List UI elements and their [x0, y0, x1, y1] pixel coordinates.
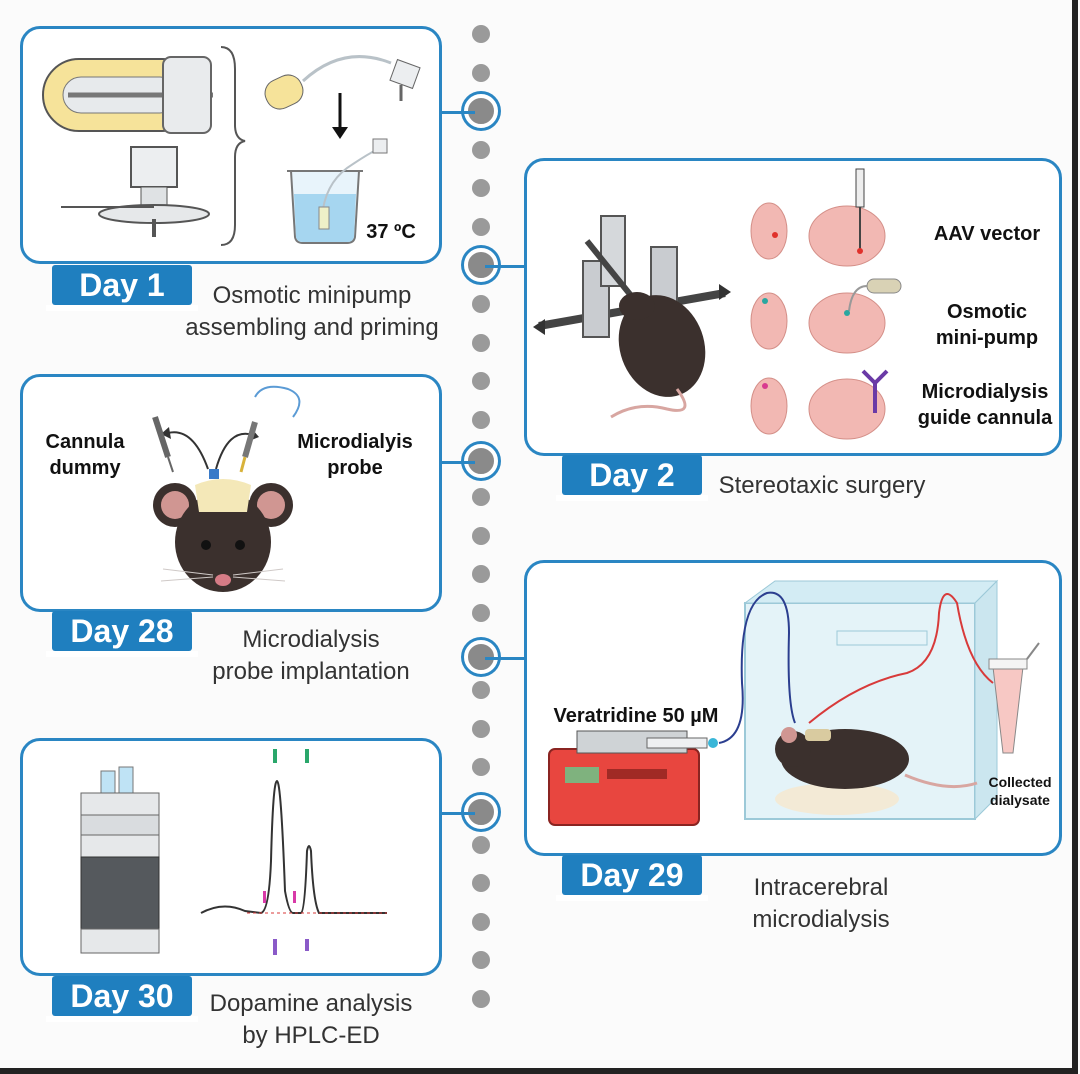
panel-day2: AAV vector Osmotic mini-pump Microdialys…	[524, 158, 1062, 456]
timeline-dot	[472, 835, 490, 854]
day29-label: Day 29	[556, 855, 708, 901]
timeline-dot	[472, 25, 490, 43]
timeline-dot	[472, 681, 490, 700]
timeline-dot	[472, 140, 490, 159]
timeline-dot	[472, 912, 490, 931]
osmotic-pump-icon	[42, 46, 421, 246]
panel-day29: Veratridine 50 µM Collected dialysate	[524, 560, 1062, 856]
hplc-system-icon	[80, 749, 387, 955]
veratridine-label: Veratridine 50 µM	[553, 705, 719, 727]
day1-caption: Osmotic minipump assembling and priming	[185, 282, 439, 341]
timeline-dot	[472, 218, 490, 236]
timeline-dot	[472, 719, 490, 738]
connector-day28	[440, 461, 475, 464]
timeline-node	[464, 94, 498, 128]
guide-cannula-label: Microdialysis guide cannula	[917, 381, 1053, 429]
mouse-head-icon	[152, 385, 301, 592]
timeline-dot	[472, 488, 490, 507]
timeline-dot	[472, 604, 490, 622]
timeline-dot	[472, 951, 490, 970]
day1-label: Day 1	[46, 265, 198, 311]
osmotic-minipump-label: Osmotic mini-pump	[935, 301, 1039, 349]
panel-day1: 37 ºC	[20, 26, 442, 264]
timeline-dot	[472, 63, 490, 82]
timeline-dot	[472, 179, 490, 198]
timeline-dot	[472, 990, 490, 1008]
microdialysis-setup-icon	[548, 579, 1040, 826]
connector-day1	[440, 111, 475, 114]
day2-label: Day 2	[556, 455, 708, 501]
day29-caption: Intracerebral microdialysis	[752, 874, 890, 933]
timeline-dot	[472, 295, 490, 314]
timeline-dot	[472, 758, 490, 777]
timeline-dot	[472, 874, 490, 893]
collected-dialysate-label: Collected dialysate	[988, 774, 1052, 808]
connector-day30	[440, 812, 475, 815]
panel-day30	[20, 738, 442, 976]
microdialysis-probe-label: Microdialyis probe	[297, 431, 413, 479]
day30-label: Day 30	[46, 976, 198, 1022]
connector-day2	[485, 265, 525, 268]
day28-caption: Microdialysis probe implantation	[212, 626, 410, 685]
day2-caption: Stereotaxic surgery	[718, 472, 926, 499]
timeline-dot	[472, 565, 490, 584]
timeline-dot	[472, 372, 490, 391]
panel-day28: Cannula dummy Microdialyis probe	[20, 374, 442, 612]
timeline-dot	[472, 333, 490, 352]
stereotaxic-frame-icon	[533, 168, 902, 440]
timeline-dot	[472, 526, 490, 545]
day28-label: Day 28	[46, 611, 198, 657]
connector-day29	[485, 657, 525, 660]
timeline-dot	[472, 411, 490, 429]
aav-vector-label: AAV vector	[933, 223, 1041, 245]
day30-caption: Dopamine analysis by HPLC-ED	[209, 990, 413, 1049]
temperature-label: 37 ºC	[366, 221, 416, 243]
cannula-dummy-label: Cannula dummy	[45, 431, 125, 479]
